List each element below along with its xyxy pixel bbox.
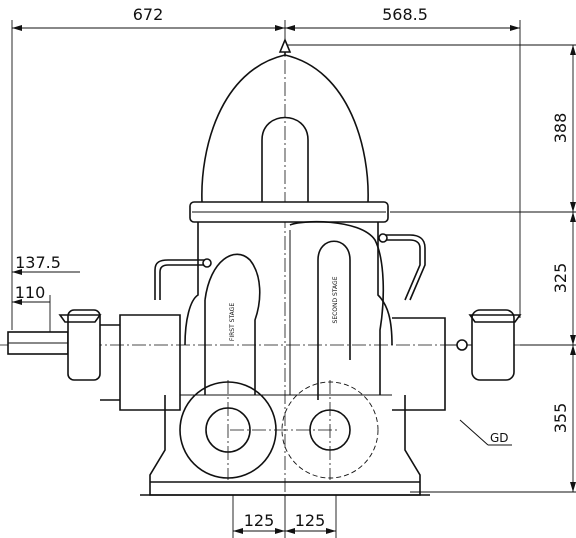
dim-325: 325	[551, 263, 570, 294]
center-lines	[0, 38, 530, 498]
motor-dome	[189, 37, 389, 223]
dim-672: 672	[133, 5, 164, 24]
piping	[154, 233, 426, 301]
dim-388: 388	[551, 113, 570, 144]
dim-568-5: 568.5	[382, 5, 428, 24]
second-stage-label: SECOND STAGE	[332, 276, 339, 323]
left-flange	[7, 309, 102, 381]
right-flange	[445, 309, 522, 381]
dim-355: 355	[551, 403, 570, 434]
impellers	[179, 381, 379, 479]
dim-125-right: 125	[295, 511, 326, 530]
gd-label: GD	[490, 431, 509, 445]
dim-137-5: 137.5	[15, 253, 61, 272]
dimension-lines	[11, 20, 576, 538]
dim-125-left: 125	[244, 511, 275, 530]
pump-casing	[100, 220, 446, 496]
first-stage-label: FIRST STAGE	[229, 303, 236, 341]
dim-110: 110	[15, 283, 46, 302]
labels: 672 568.5 388 325 355 137.5 110 125 125 …	[15, 5, 570, 530]
